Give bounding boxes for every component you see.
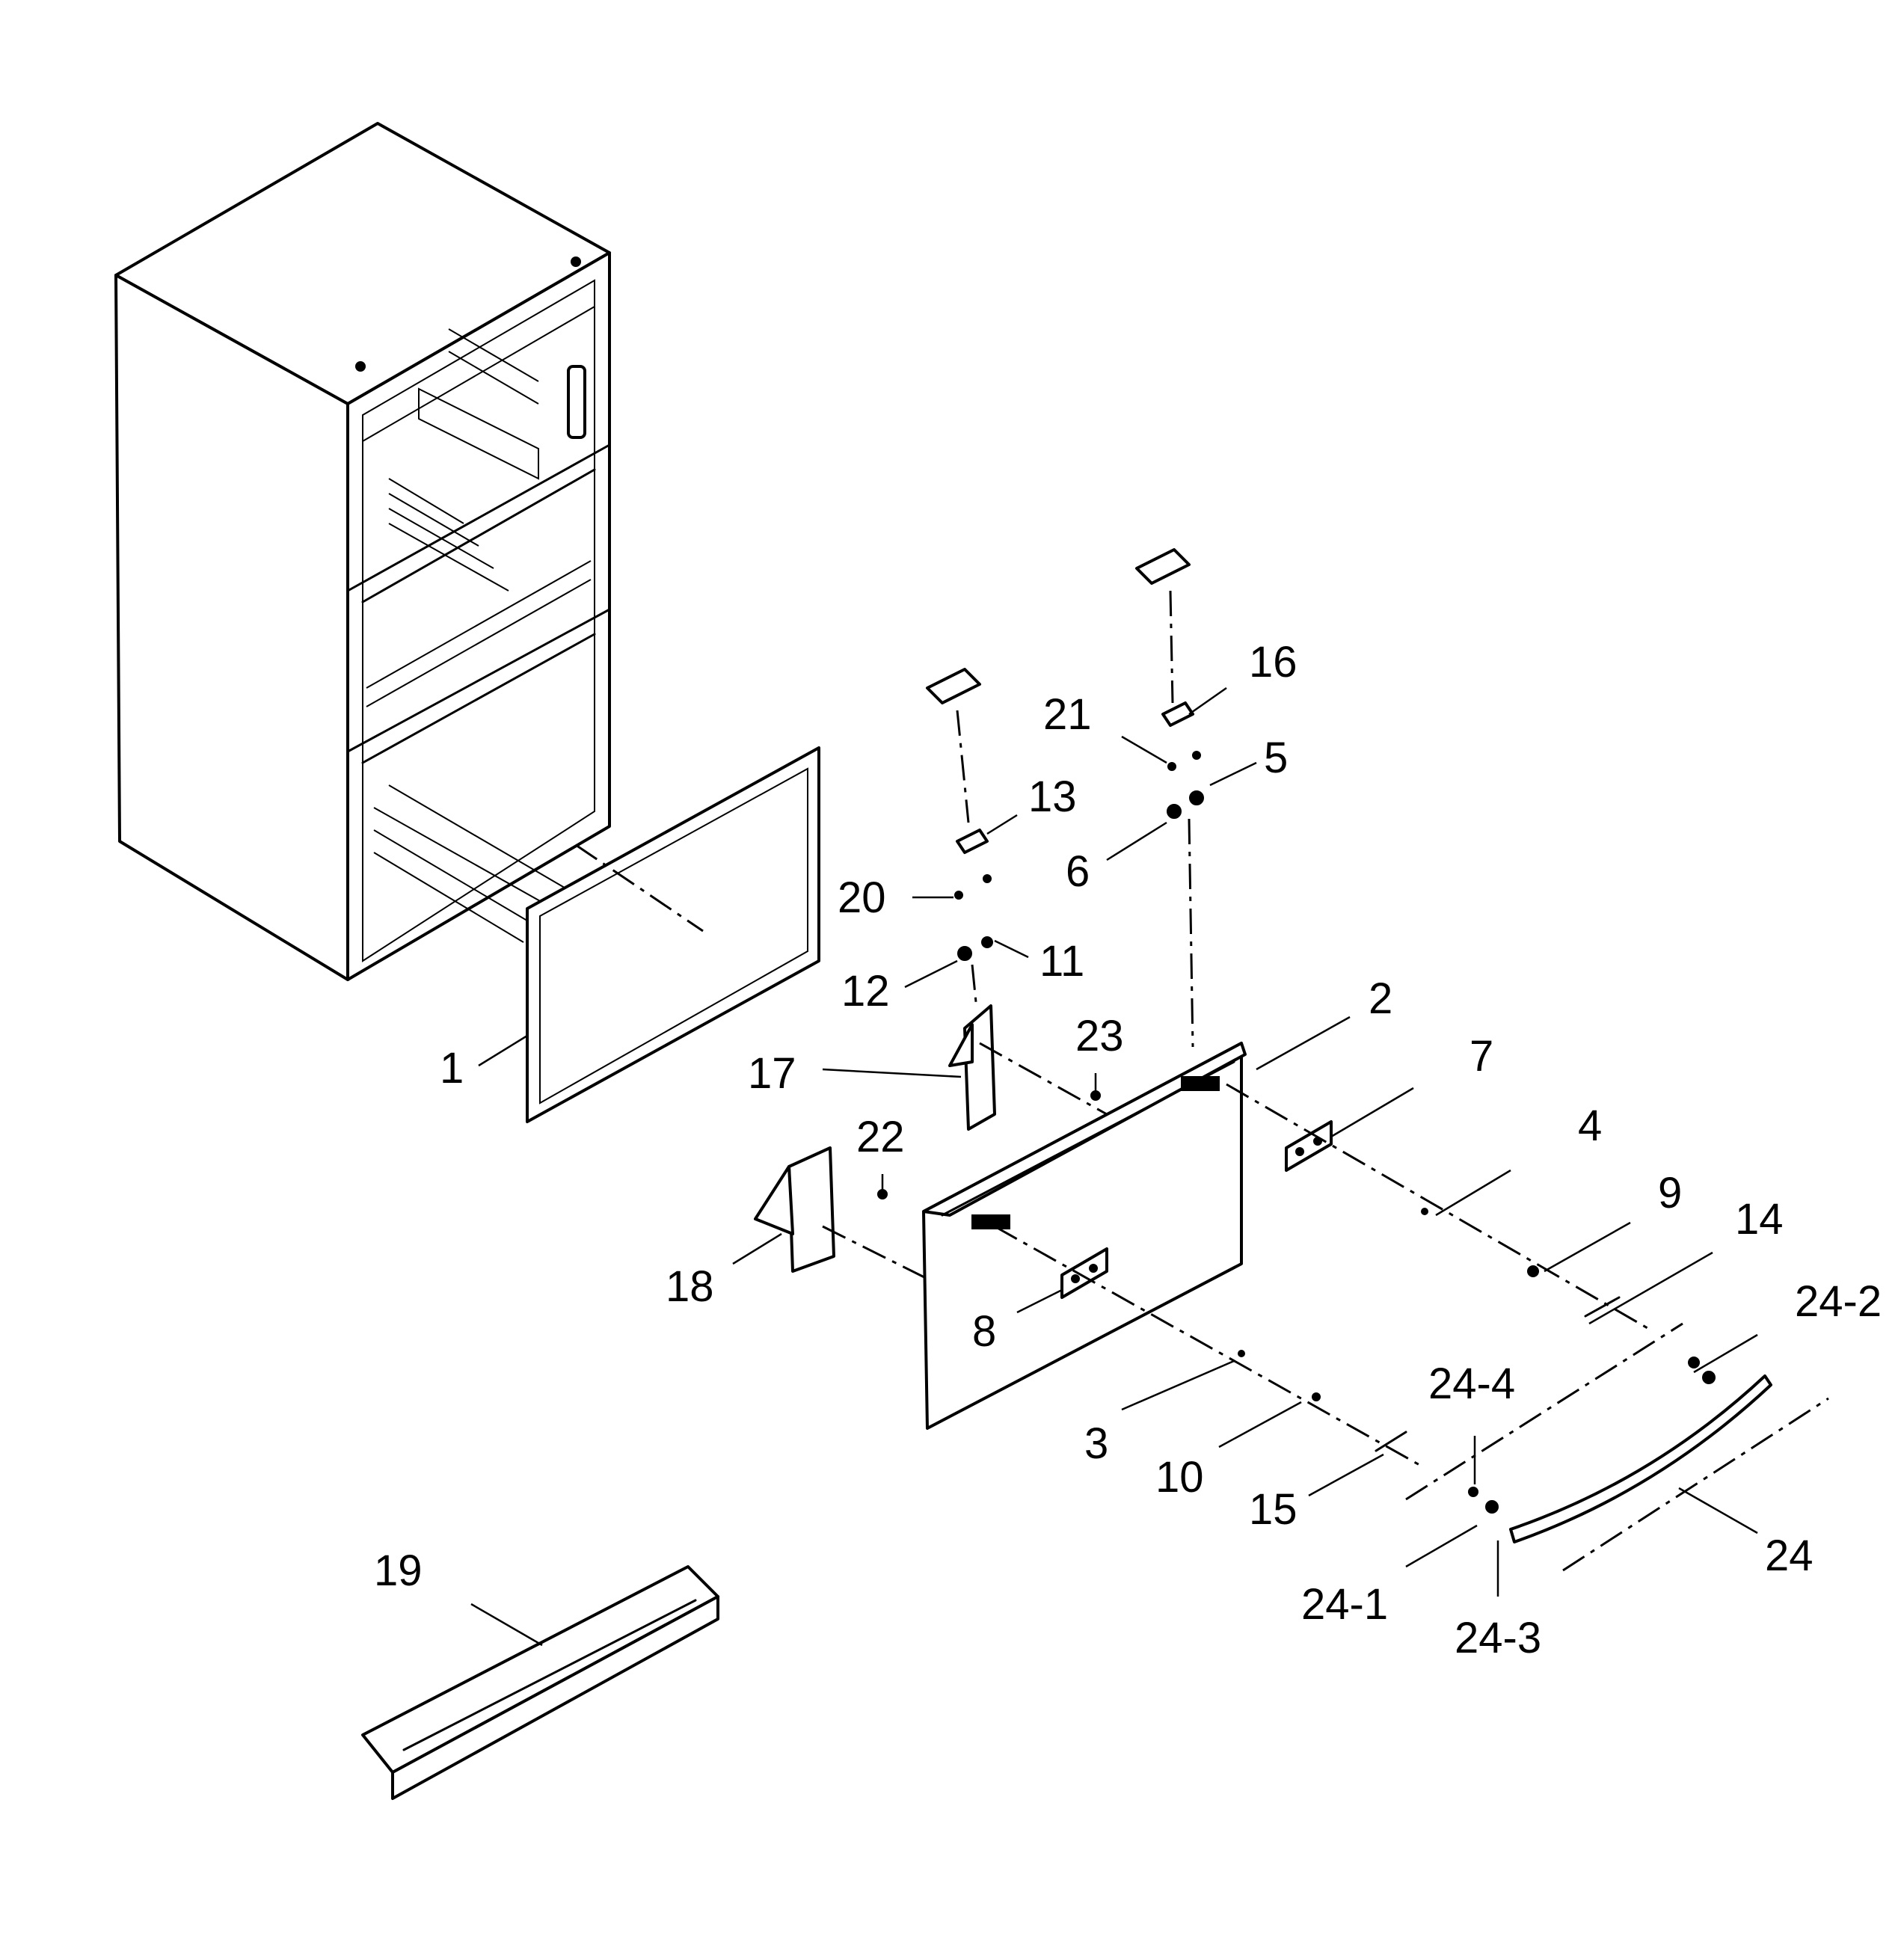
callout-23: 23 [1075,1012,1124,1060]
callout-15: 15 [1249,1485,1298,1534]
callout-11: 11 [1039,937,1084,986]
drawer-front-part-2 [922,1042,1247,1430]
callout-19: 19 [374,1546,423,1595]
callout-2: 2 [1369,974,1392,1023]
hinge-assembly-right [1135,548,1204,1048]
callout-1: 1 [440,1044,464,1093]
callout-24-4: 24-4 [1428,1360,1515,1408]
rail-support-part-17 [948,1004,996,1131]
callout-6: 6 [1066,847,1090,896]
small-screws [877,1090,1716,1514]
callout-labels: 1 2 3 4 5 6 7 8 9 10 11 12 13 14 15 16 1… [374,638,1882,1662]
assembly-axes [822,1042,1653,1467]
callout-leaders [470,686,1758,1647]
handle-part-24 [1405,1322,1829,1572]
bin-part-19 [361,1565,719,1800]
callout-24-3: 24-3 [1455,1614,1541,1662]
callout-20: 20 [838,873,886,922]
door-gasket-part-1 [526,746,820,1123]
callout-7: 7 [1470,1032,1493,1081]
callout-14: 14 [1735,1195,1784,1244]
bracket-part-7 [1285,1120,1333,1172]
cabinet-shelf-lines [366,328,592,943]
callout-24: 24 [1765,1532,1814,1580]
callout-10: 10 [1155,1453,1204,1502]
callout-3: 3 [1084,1419,1108,1468]
callout-18: 18 [666,1262,714,1311]
callout-8: 8 [972,1307,996,1356]
callout-9: 9 [1658,1169,1682,1217]
callout-4: 4 [1578,1102,1602,1150]
callout-17: 17 [748,1049,796,1098]
callout-24-2: 24-2 [1795,1277,1882,1326]
callout-5: 5 [1264,734,1288,782]
refrigerator-cabinet [114,122,611,981]
callout-24-1: 24-1 [1301,1580,1388,1629]
callout-13: 13 [1028,772,1077,821]
callout-12: 12 [841,967,890,1016]
rail-support-part-18 [754,1146,835,1273]
callout-22: 22 [856,1113,905,1161]
callout-21: 21 [1043,690,1092,739]
callout-16: 16 [1249,638,1298,686]
pins [1375,1296,1621,1452]
hinge-assembly-left [926,668,993,1003]
